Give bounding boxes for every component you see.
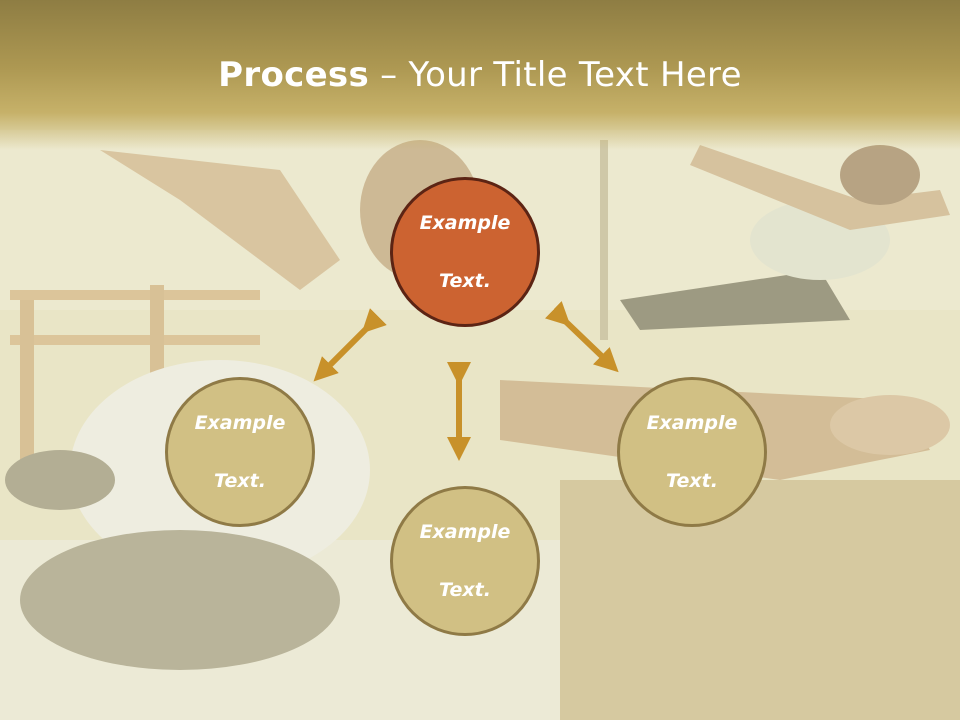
node-right-line1: Example bbox=[646, 411, 738, 434]
title-bold: Process bbox=[218, 55, 370, 95]
title-banner bbox=[0, 0, 960, 150]
arrow-top-left bbox=[313, 308, 387, 382]
title-dash: – bbox=[369, 55, 409, 95]
node-bottom-line2: Text. bbox=[439, 578, 491, 601]
slide-title: Process – Your Title Text Here bbox=[0, 52, 960, 98]
node-top-line2: Text. bbox=[439, 269, 491, 292]
node-left-line2: Text. bbox=[214, 469, 266, 492]
node-bottom-line1: Example bbox=[419, 520, 511, 543]
title-rest: Your Title Text Here bbox=[408, 55, 742, 95]
node-top-line1: Example bbox=[419, 211, 511, 234]
node-right-line2: Text. bbox=[666, 469, 718, 492]
node-left-line1: Example bbox=[194, 411, 286, 434]
arrow-top-right bbox=[545, 301, 619, 373]
